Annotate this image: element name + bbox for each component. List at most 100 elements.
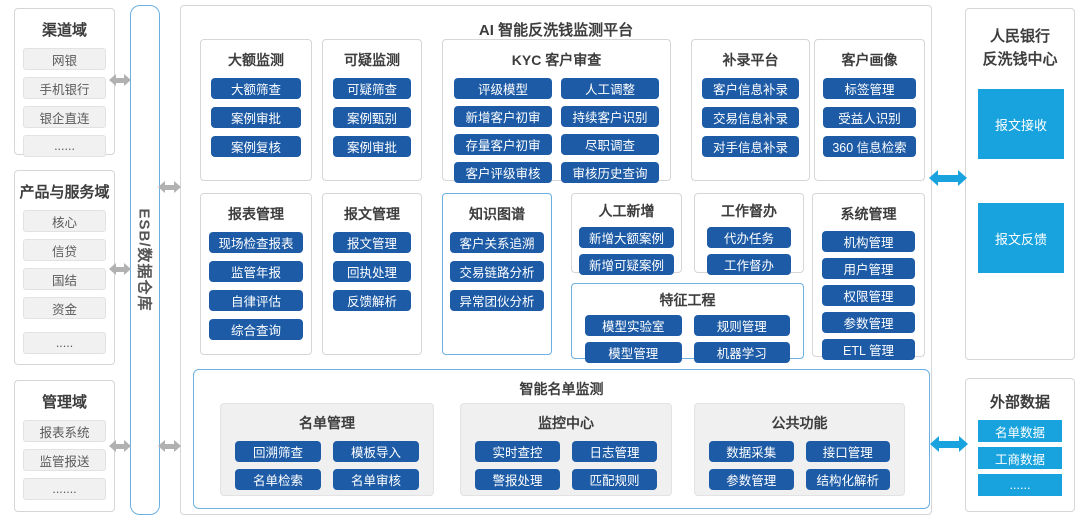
- module-report-management: 报表管理 现场检查报表 监管年报 自律评估 综合查询: [200, 193, 312, 355]
- diagram-node: 模型管理: [585, 342, 682, 363]
- double-arrow-icon: [109, 74, 131, 86]
- diagram-node: 评级模型: [454, 78, 552, 99]
- system-node: 核心: [23, 210, 106, 232]
- module-suspicious-monitor: 可疑监测 可疑筛查 案例甄别 案例审批: [322, 39, 422, 181]
- external-items: 名单数据 工商数据 ......: [978, 420, 1062, 496]
- module-supplement-platform: 补录平台 客户信息补录 交易信息补录 对手信息补录: [691, 39, 810, 181]
- diagram-node: 新增客户初审: [454, 106, 552, 127]
- button-grid: 实时查控 日志管理 警报处理 匹配规则: [475, 441, 657, 490]
- system-node-ellipsis: ......: [23, 135, 106, 157]
- subgroup-common-functions: 公共功能 数据采集 接口管理 参数管理 结构化解析: [694, 403, 905, 496]
- diagram-node: 交易链路分析: [450, 261, 544, 282]
- group-management-domain: 管理域 报表系统 监管报送 .......: [14, 380, 115, 512]
- system-node: 国结: [23, 268, 106, 290]
- group-title: 人民银行 反洗钱中心: [966, 25, 1074, 72]
- subgroup-monitor-center: 监控中心 实时查控 日志管理 警报处理 匹配规则: [460, 403, 672, 496]
- management-items: 报表系统 监管报送 .......: [23, 420, 106, 500]
- group-channel-domain: 渠道域 网银 手机银行 银企直连 ......: [14, 8, 115, 157]
- diagram-node: 参数管理: [709, 469, 794, 490]
- module-feature-engineering: 特征工程 模型实验室 规则管理 模型管理 机器学习: [571, 283, 804, 363]
- diagram-node: 模板导入: [333, 441, 419, 462]
- platform-title: AI 智能反洗钱监测平台: [478, 22, 634, 39]
- main-platform-panel: AI 智能反洗钱监测平台 大额监测 大额筛查 案例审批 案例复核 可疑监测 可疑…: [180, 5, 932, 515]
- diagram-node: 交易信息补录: [702, 107, 799, 128]
- module-title: 系统管理: [840, 206, 897, 222]
- diagram-node: 存量客户初审: [454, 134, 552, 155]
- system-node: 监管报送: [23, 449, 106, 471]
- diagram-node: 数据采集: [709, 441, 794, 462]
- module-title: 工作督办: [721, 203, 777, 219]
- module-title: 人工新增: [598, 203, 655, 219]
- diagram-node: 规则管理: [693, 315, 790, 336]
- external-node: 名单数据: [978, 420, 1062, 442]
- diagram-node: 现场检查报表: [209, 232, 303, 253]
- diagram-node: 案例复核: [211, 136, 301, 157]
- button-grid: 评级模型 人工调整 新增客户初审 持续客户识别 存量客户初审 尽职调查 客户评级…: [454, 78, 659, 183]
- diagram-node: ETL 管理: [822, 339, 915, 360]
- subgroup-title: 监控中心: [538, 415, 594, 431]
- module-title: 可疑监测: [344, 52, 400, 68]
- system-node: 资金: [23, 297, 106, 319]
- module-title: 报文管理: [344, 206, 400, 222]
- external-node-ellipsis: ......: [978, 474, 1062, 496]
- section-title: 智能名单监测: [519, 381, 604, 397]
- button-grid: 回溯筛查 模板导入 名单检索 名单审核: [235, 441, 419, 490]
- section-smart-list-monitor: 智能名单监测 名单管理 回溯筛查 模板导入 名单检索 名单审核 监控中心 实时查…: [193, 369, 930, 509]
- system-node: 手机银行: [23, 77, 106, 99]
- module-knowledge-graph: 知识图谱 客户关系追溯 交易链路分析 异常团伙分析: [442, 193, 552, 355]
- diagram-node: 客户关系追溯: [450, 232, 544, 253]
- button-list: 客户信息补录 交易信息补录 对手信息补录: [702, 78, 799, 157]
- diagram-node: 大额筛查: [211, 78, 301, 99]
- module-title: 大额监测: [228, 52, 284, 68]
- module-title: 客户画像: [841, 52, 898, 68]
- module-work-supervision: 工作督办 代办任务 工作督办: [694, 193, 804, 275]
- diagram-node: 名单审核: [333, 469, 419, 490]
- external-node: 工商数据: [978, 447, 1062, 469]
- double-arrow-icon: [109, 263, 131, 275]
- double-arrow-icon: [109, 440, 131, 452]
- diagram-node: 名单检索: [235, 469, 321, 490]
- group-title: 外部数据: [989, 394, 1050, 411]
- system-node-ellipsis: .....: [23, 332, 106, 354]
- button-list: 机构管理 用户管理 权限管理 参数管理 ETL 管理: [822, 231, 915, 360]
- subgroup-title: 名单管理: [299, 415, 355, 431]
- button-list: 标签管理 受益人识别 360 信息检索: [823, 78, 916, 157]
- diagram-node: 标签管理: [823, 78, 916, 99]
- double-arrow-icon: [930, 436, 968, 452]
- diagram-node: 新增可疑案例: [579, 254, 674, 275]
- group-title: 管理域: [41, 394, 87, 411]
- button-list: 新增大额案例 新增可疑案例: [579, 227, 674, 275]
- double-arrow-icon: [158, 440, 181, 452]
- diagram-node: 案例审批: [333, 136, 411, 157]
- module-large-amount-monitor: 大额监测 大额筛查 案例审批 案例复核: [200, 39, 312, 181]
- diagram-node: 机器学习: [693, 342, 790, 363]
- diagram-node: 报文管理: [333, 232, 411, 253]
- group-product-service-domain: 产品与服务域 核心 信贷 国结 资金 .....: [14, 170, 115, 365]
- diagram-node: 案例甄别: [333, 107, 411, 128]
- diagram-node: 受益人识别: [823, 107, 916, 128]
- diagram-node: 模型实验室: [585, 315, 682, 336]
- module-system-management: 系统管理 机构管理 用户管理 权限管理 参数管理 ETL 管理: [812, 193, 925, 360]
- module-title: 知识图谱: [469, 206, 525, 222]
- diagram-node: 自律评估: [209, 290, 303, 311]
- diagram-node: 异常团伙分析: [450, 290, 544, 311]
- product-items: 核心 信贷 国结 资金 .....: [23, 210, 106, 354]
- diagram-node: 尽职调查: [561, 134, 659, 155]
- pboc-node-message-feedback: 报文反馈: [978, 203, 1064, 273]
- diagram-node: 代办任务: [707, 227, 791, 248]
- diagram-node: 对手信息补录: [702, 136, 799, 157]
- diagram-node: 日志管理: [572, 441, 657, 462]
- diagram-node: 匹配规则: [572, 469, 657, 490]
- module-title: KYC 客户审查: [511, 52, 602, 68]
- diagram-node: 机构管理: [822, 231, 915, 252]
- double-arrow-icon: [929, 170, 967, 186]
- diagram-node: 实时查控: [475, 441, 560, 462]
- diagram-node: 结构化解析: [805, 469, 890, 490]
- diagram-node: 权限管理: [822, 285, 915, 306]
- button-list: 报文管理 回执处理 反馈解析: [333, 232, 411, 311]
- system-node: 网银: [23, 48, 106, 70]
- diagram-node: 持续客户识别: [561, 106, 659, 127]
- system-node: 银企直连: [23, 106, 106, 128]
- system-node: 报表系统: [23, 420, 106, 442]
- diagram-node: 案例审批: [211, 107, 301, 128]
